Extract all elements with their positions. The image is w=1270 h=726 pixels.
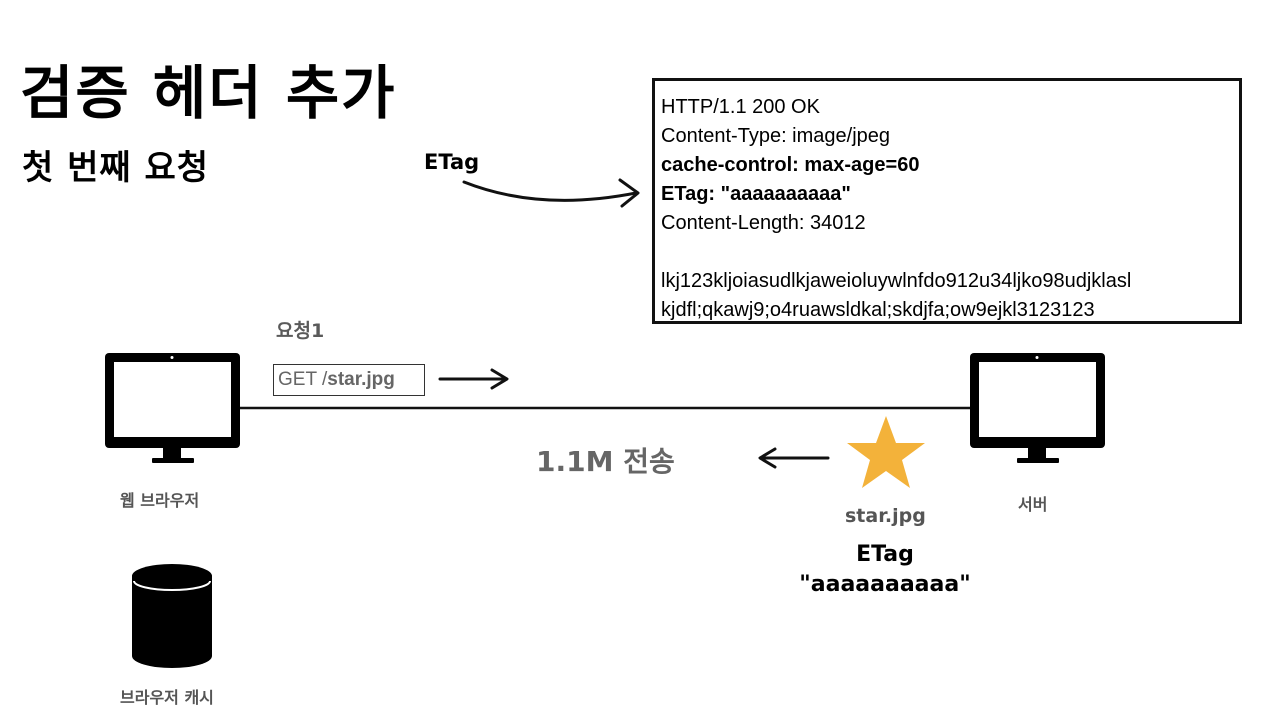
monitor-icon	[105, 353, 240, 463]
response-body-line-2: kjdfl;qkawj9;o4ruawsldkal;skdjfa;ow9ejkl…	[661, 299, 1095, 321]
etag-callout-label: ETag	[424, 150, 480, 174]
transfer-size-label: 1.1M 전송	[536, 445, 675, 478]
browser-cache-label: 브라우저 캐시	[120, 688, 214, 707]
request-arrow	[438, 368, 509, 390]
request-label: 요청1	[276, 320, 325, 342]
response-content-length: Content-Length: 34012	[661, 212, 866, 234]
page-subtitle: 첫 번째 요청	[22, 148, 210, 188]
resource-etag-key: ETag	[856, 542, 914, 567]
http-response-box: HTTP/1.1 200 OK Content-Type: image/jpeg…	[652, 78, 1242, 324]
request-method: GET /	[278, 369, 328, 390]
response-status-line: HTTP/1.1 200 OK	[661, 96, 820, 118]
response-etag: ETag: "aaaaaaaaaa"	[661, 183, 851, 205]
page-title: 검증 헤더 추가	[20, 59, 397, 127]
response-body-line-1: lkj123kljoiasudlkjaweioluywlnfdo912u34lj…	[661, 270, 1132, 292]
database-cylinder-icon	[132, 564, 212, 668]
server-label: 서버	[1018, 495, 1048, 514]
response-cache-control: cache-control: max-age=60	[661, 154, 920, 176]
response-arrow	[758, 447, 830, 469]
response-content-type: Content-Type: image/jpeg	[661, 125, 891, 147]
star-icon	[847, 416, 925, 488]
request-path: star.jpg	[327, 369, 395, 390]
web-browser-label: 웹 브라우저	[120, 491, 200, 510]
resource-etag-block: ETag "aaaaaaaaaa"	[780, 540, 990, 600]
resource-file-name: star.jpg	[845, 505, 926, 527]
resource-etag-value: "aaaaaaaaaa"	[799, 572, 971, 597]
monitor-icon	[970, 353, 1105, 463]
request-box: GET /star.jpg	[273, 364, 425, 396]
